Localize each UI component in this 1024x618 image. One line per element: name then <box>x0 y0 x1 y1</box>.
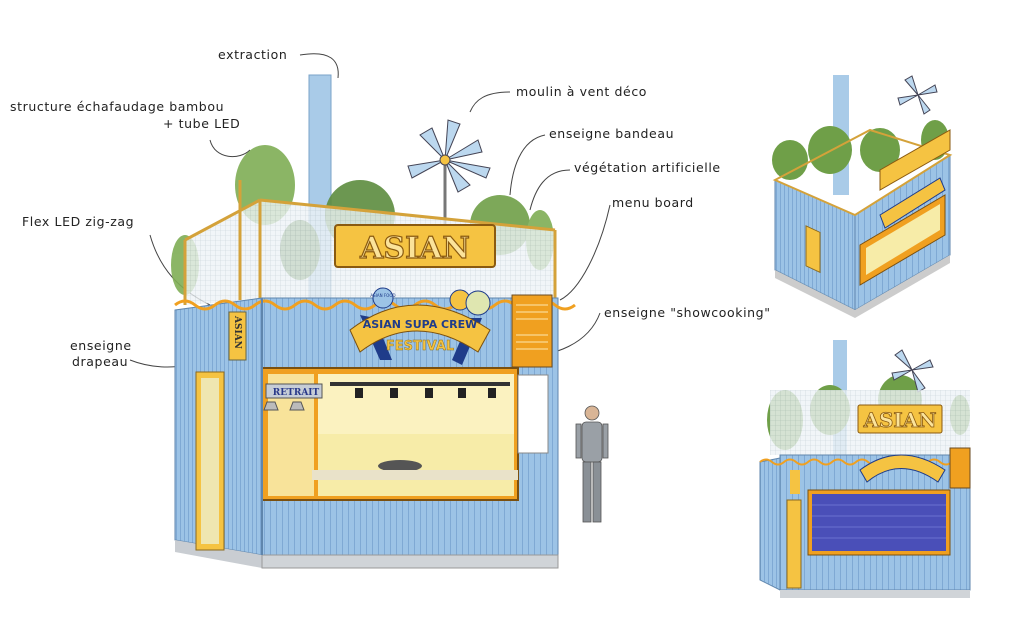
menu-board <box>511 294 553 368</box>
annotation-vegetation: végétation artificielle <box>574 160 721 175</box>
retrait-sign <box>265 383 323 399</box>
annotation-structure-line2: + tube LED <box>163 116 241 131</box>
human-figure <box>575 405 609 523</box>
spotlights <box>355 388 496 398</box>
svg-text:ASIAN FOOD: ASIAN FOOD <box>370 293 395 298</box>
svg-text:FESTIVAL: FESTIVAL <box>386 339 454 354</box>
svg-text:ASIAN SUPA CREW: ASIAN SUPA CREW <box>363 318 478 331</box>
annotation-structure-line1: structure échafaudage bambou <box>10 99 225 114</box>
annotation-moulin: moulin à vent déco <box>516 84 648 99</box>
bandeau-text: ASIAN <box>359 231 470 266</box>
main-kiosk: ASIAN ASIAN RETRAIT <box>171 74 576 569</box>
annotation-drapeau-line1: enseigne <box>70 338 132 353</box>
view-bottom-right: ASIAN <box>759 340 971 598</box>
annotation-showcooking: enseigne "showcooking" <box>604 305 771 320</box>
svg-text:RETRAIT: RETRAIT <box>273 388 320 398</box>
annotation-drapeau-line2: drapeau <box>72 354 129 369</box>
wok <box>378 460 422 472</box>
flag-sign <box>228 311 247 361</box>
info-poster <box>517 374 549 454</box>
annotation-extraction: extraction <box>218 47 288 62</box>
view-top-right <box>772 75 953 318</box>
flex-led-zigzag <box>174 299 576 311</box>
container-base <box>261 554 559 569</box>
flag-sign-text: ASIAN <box>232 315 242 349</box>
bandeau-text-small: ASIAN <box>862 408 936 432</box>
annotation-menu-board: menu board <box>612 195 694 210</box>
annotation-flex-led: Flex LED zig-zag <box>22 214 135 229</box>
annotation-bandeau: enseigne bandeau <box>549 126 675 141</box>
bandeau-sign: ASIAN <box>334 224 496 268</box>
festival-sign: ASIAN SUPA CREW FESTIVAL ASIAN FOOD <box>349 287 491 365</box>
